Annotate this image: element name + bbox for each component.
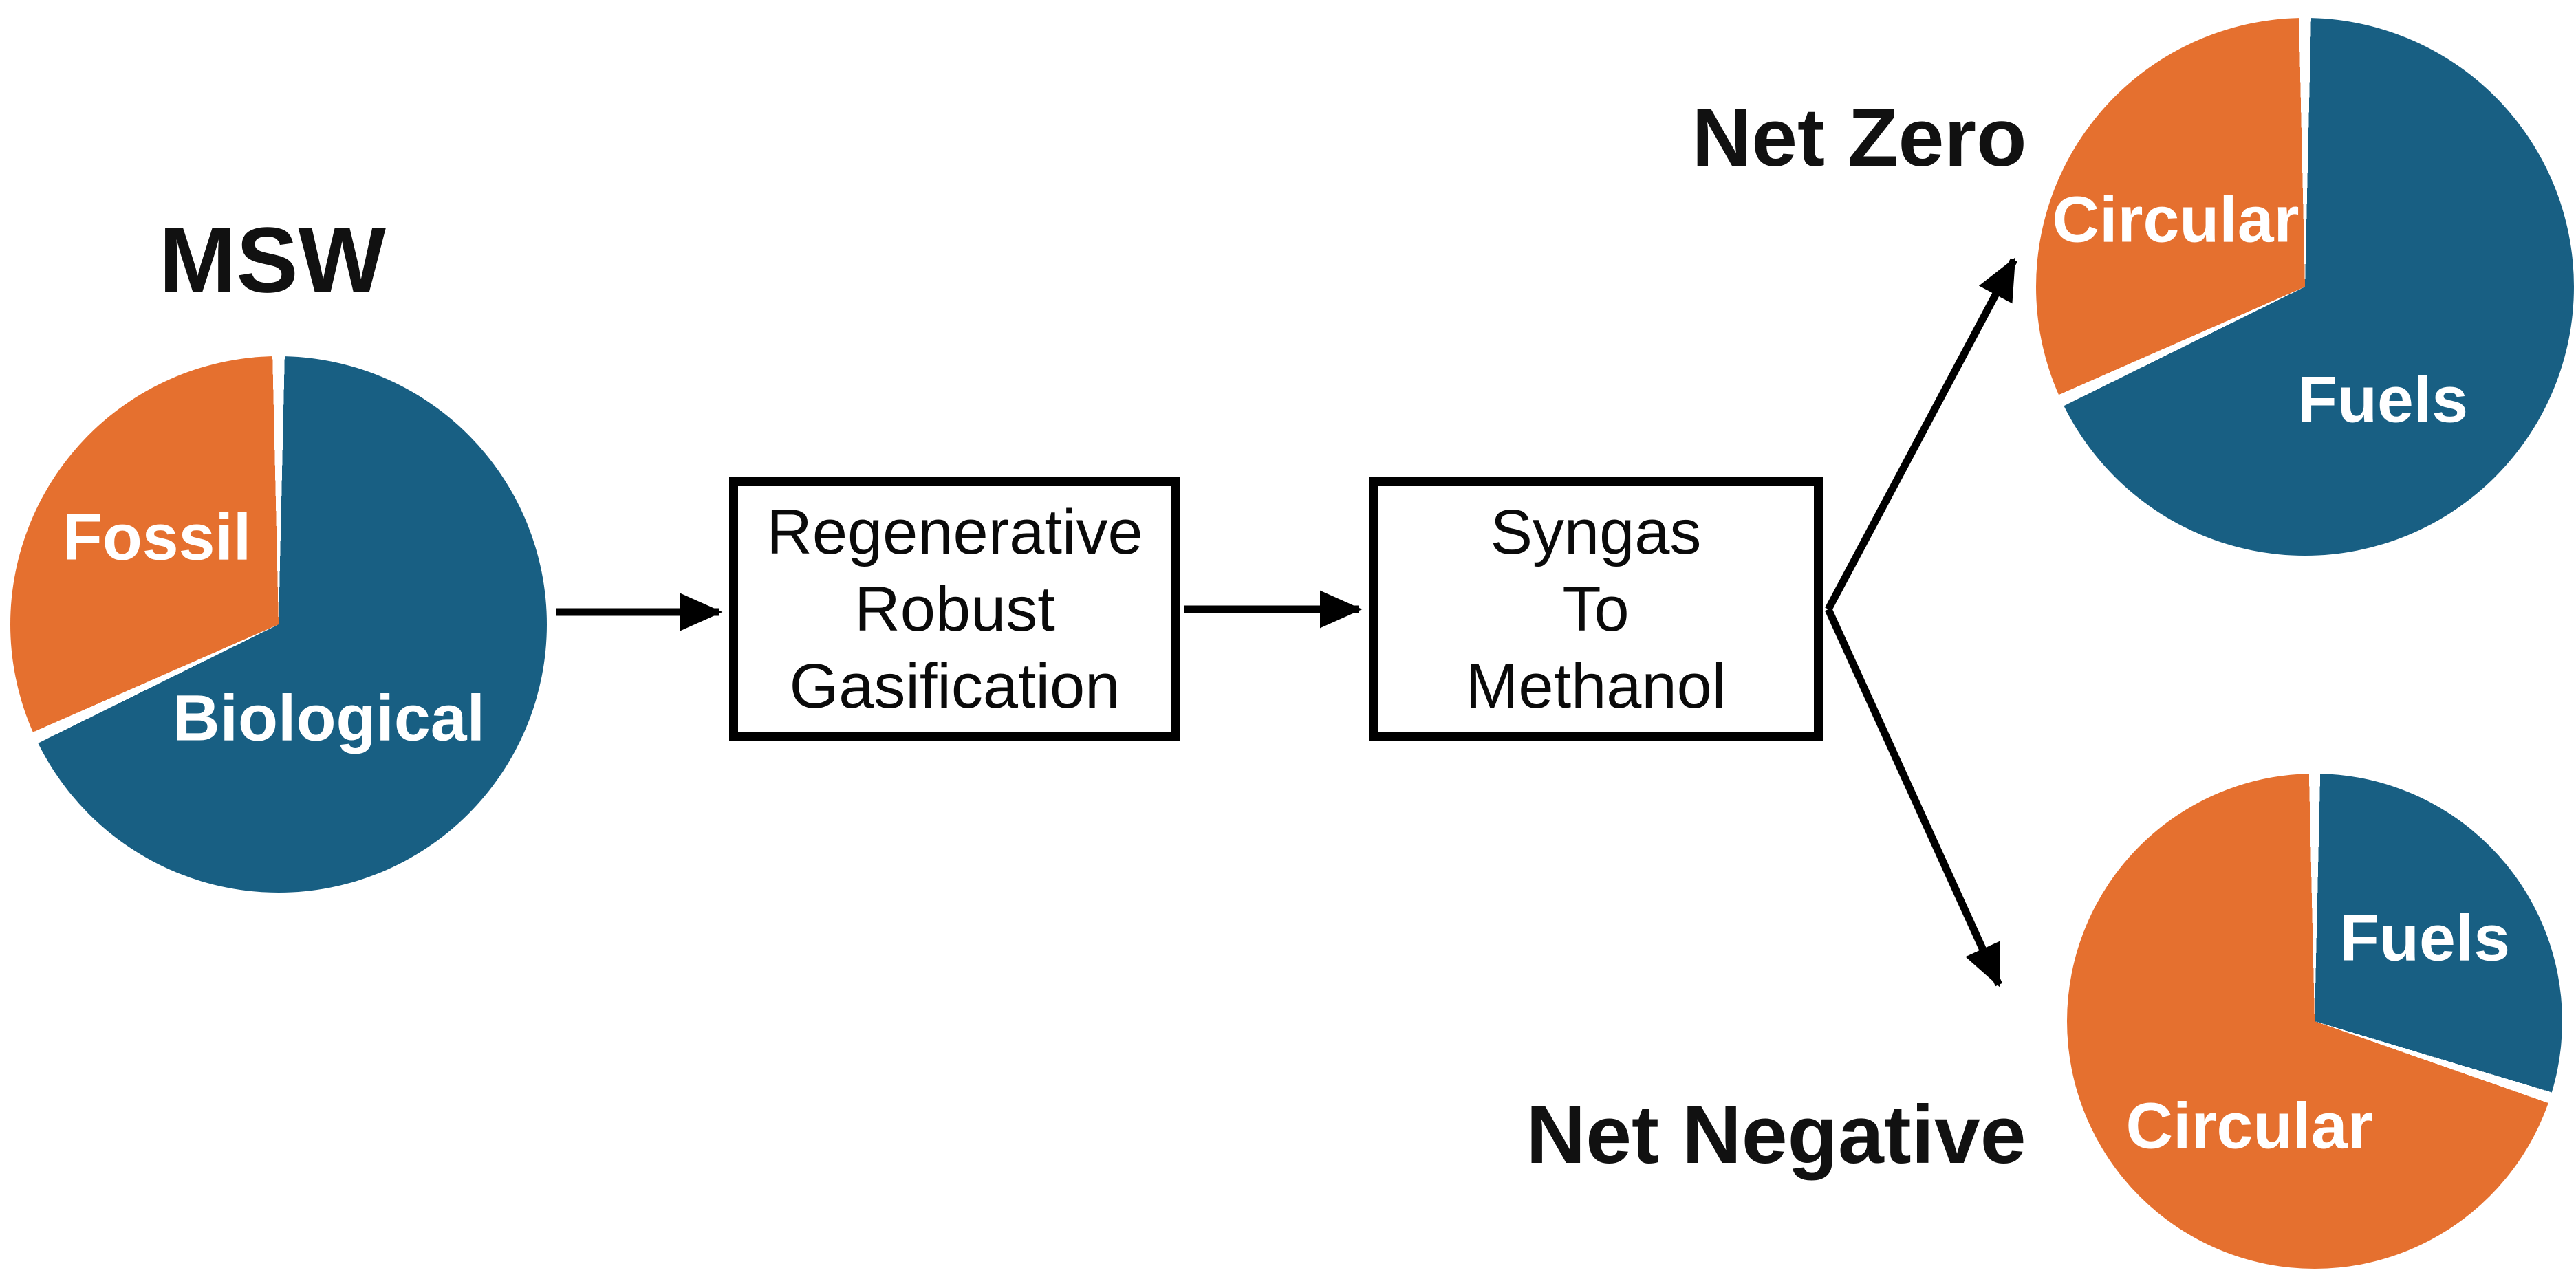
msw-pie-chart	[10, 356, 547, 893]
arrow-syngas-to-netnegative	[1824, 607, 2003, 988]
net-zero-fuels-slice-label: Fuels	[2297, 363, 2469, 437]
msw-title: MSW	[159, 208, 386, 312]
net-negative-title: Net Negative	[1526, 1089, 2026, 1181]
msw-fossil-slice-label: Fossil	[62, 501, 252, 574]
arrow-syngas-to-netzero	[1825, 257, 2017, 611]
gasification-process-box: Regenerative Robust Gasification	[729, 477, 1180, 741]
msw-biological-slice-label: Biological	[173, 681, 485, 755]
gasification-box-line-3: Gasification	[789, 651, 1121, 721]
net-zero-circular-slice-label: Circular	[2052, 183, 2299, 257]
net-zero-pie-chart	[2036, 18, 2574, 556]
syngas-box-line-2: To	[1562, 574, 1630, 644]
gasification-box-line-1: Regenerative	[766, 497, 1143, 567]
gasification-box-line-2: Robust	[854, 574, 1055, 644]
net-negative-fuels-slice-label: Fuels	[2339, 902, 2511, 975]
syngas-to-methanol-process-box: Syngas To Methanol	[1369, 477, 1823, 741]
syngas-box-line-3: Methanol	[1465, 651, 1727, 721]
syngas-box-line-1: Syngas	[1490, 497, 1702, 567]
net-negative-pie-chart	[2067, 774, 2562, 1269]
net-negative-circular-slice-label: Circular	[2125, 1089, 2373, 1163]
net-zero-title: Net Zero	[1691, 91, 2027, 184]
